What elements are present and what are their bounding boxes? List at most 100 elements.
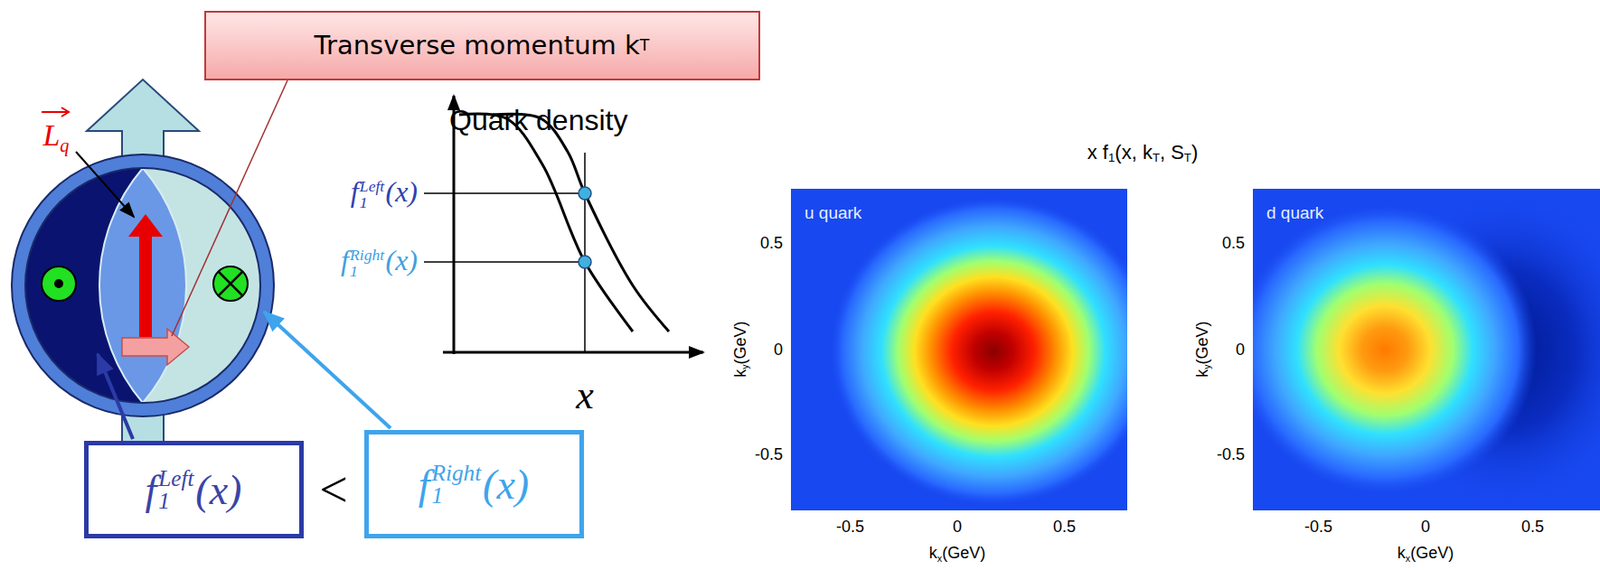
axis-title: Quark density [449, 103, 628, 137]
vector-arrow-bar [41, 111, 67, 113]
out-of-page-symbol [41, 266, 76, 302]
box-text: Right [431, 461, 481, 485]
axis-tick: 0.5 [1053, 517, 1076, 537]
axis-tick: -0.5 [836, 517, 865, 537]
axis-tick: 0 [952, 517, 962, 537]
axis-label: kx(GeV) [929, 544, 986, 564]
into-page-symbol [213, 266, 248, 302]
axis-tick: 0.5 [1053, 517, 1076, 537]
axis-label: ky(GeV) [730, 321, 750, 378]
axis-tick: 0.5 [1521, 517, 1544, 537]
axis-tick: -0.5 [754, 445, 783, 464]
left-half-arrow [97, 354, 133, 440]
axis-label: k [730, 369, 749, 378]
chart-title: x f [1087, 141, 1109, 164]
axis-tick: 0 [773, 340, 783, 359]
vector-arrow-head [61, 107, 69, 117]
axis-tick: -0.5 [1216, 445, 1245, 465]
axis-tick: 0.5 [1222, 234, 1245, 253]
box-text: (x) [195, 466, 242, 515]
panel-title: d quark [1266, 203, 1324, 223]
chart-title: , S [1159, 141, 1185, 164]
curve-label: (x) [385, 244, 418, 277]
curve-label: 1 [349, 263, 385, 281]
curve-label: (x) [385, 175, 418, 208]
vector-label: L [42, 118, 60, 152]
right-density-box: fRight1(x) [364, 430, 584, 539]
proton-lens [99, 168, 187, 404]
into-page-cross [218, 272, 243, 296]
box-text: f [418, 461, 431, 509]
x-marker-line [583, 152, 586, 353]
axis-tick: 0 [1421, 517, 1431, 537]
curve-label: f [350, 175, 359, 208]
curve-label: 1 [359, 195, 385, 212]
box-text-index: Left1 [158, 467, 194, 514]
axis-label: k [1192, 369, 1211, 378]
axis-tick: 0.5 [760, 234, 783, 253]
comparison-sign: < [319, 461, 349, 518]
axis-tick: 0 [773, 340, 783, 360]
title-box: Transverse momentum kT [204, 10, 761, 81]
box-text: Left [158, 467, 194, 490]
chart-title: x f1(x, kT, ST) [1087, 141, 1199, 166]
axis-label: x [575, 372, 594, 419]
axis-label: (GeV) [1192, 321, 1211, 366]
curve-label-index: Left1 [359, 178, 385, 211]
axis-label: x [937, 553, 942, 565]
axis-tick: 0 [1235, 340, 1245, 360]
axis-label: k [1397, 544, 1406, 563]
density-curve [459, 113, 633, 332]
panel-title: d quark [1266, 203, 1324, 224]
axis-tick: 0 [952, 517, 962, 537]
axis-label: kx(GeV) [1397, 544, 1454, 564]
curve-point [578, 255, 592, 269]
curve-label: fLeft1(x) [350, 175, 418, 211]
panel-title: u quark [804, 203, 862, 224]
axis-tick: 0.5 [1222, 234, 1245, 254]
u-quark-density [828, 196, 1128, 508]
axis-tick: 0 [1235, 340, 1245, 359]
kt-arrow [122, 329, 189, 366]
axis-tick: -0.5 [1304, 517, 1333, 537]
box-text: (x) [482, 461, 529, 509]
curve-label: fRight1(x) [340, 244, 418, 280]
curve-label: Left [359, 178, 385, 196]
orbital-arrow [128, 214, 163, 338]
axis-label: x [1405, 553, 1411, 565]
chart-title: T [1184, 150, 1192, 165]
d-quark-density [1252, 203, 1537, 497]
proton-ring [11, 154, 274, 417]
axis-tick: 0.5 [1521, 517, 1544, 537]
axis-label: x [575, 373, 594, 418]
axis-tick: 0 [1421, 517, 1431, 537]
box-text: 1 [431, 484, 481, 508]
out-of-page-dot [54, 279, 64, 289]
axis-tick: -0.5 [1216, 445, 1245, 464]
axis-label: k [929, 544, 938, 563]
comparison-sign: < [319, 461, 349, 519]
box-text: 1 [158, 489, 194, 513]
box-text: f [145, 466, 158, 515]
box-text: T [640, 36, 650, 55]
chart-title: ) [1191, 141, 1198, 164]
leader-line [171, 80, 288, 337]
curve-point [578, 187, 592, 200]
curve-label: f [340, 244, 349, 277]
axis-title: Quark density [449, 103, 628, 138]
axis-label: y [1201, 365, 1213, 370]
axis-tick: -0.5 [1304, 517, 1333, 537]
leader-arrow [75, 151, 134, 217]
box-text: Transverse momentum k [314, 29, 640, 61]
vector-label: q [59, 135, 69, 156]
box-text-index: Right1 [431, 461, 481, 509]
density-curve [492, 113, 669, 332]
left-level-line [423, 192, 579, 195]
curve-label-index: Right1 [349, 247, 385, 280]
axis-tick: 0.5 [760, 234, 783, 254]
proton-inner-border [25, 168, 261, 404]
x-axis [442, 351, 704, 355]
axis-label: (GeV) [730, 321, 749, 366]
chart-title: (x, k [1114, 141, 1153, 164]
panel-title: u quark [804, 203, 862, 223]
